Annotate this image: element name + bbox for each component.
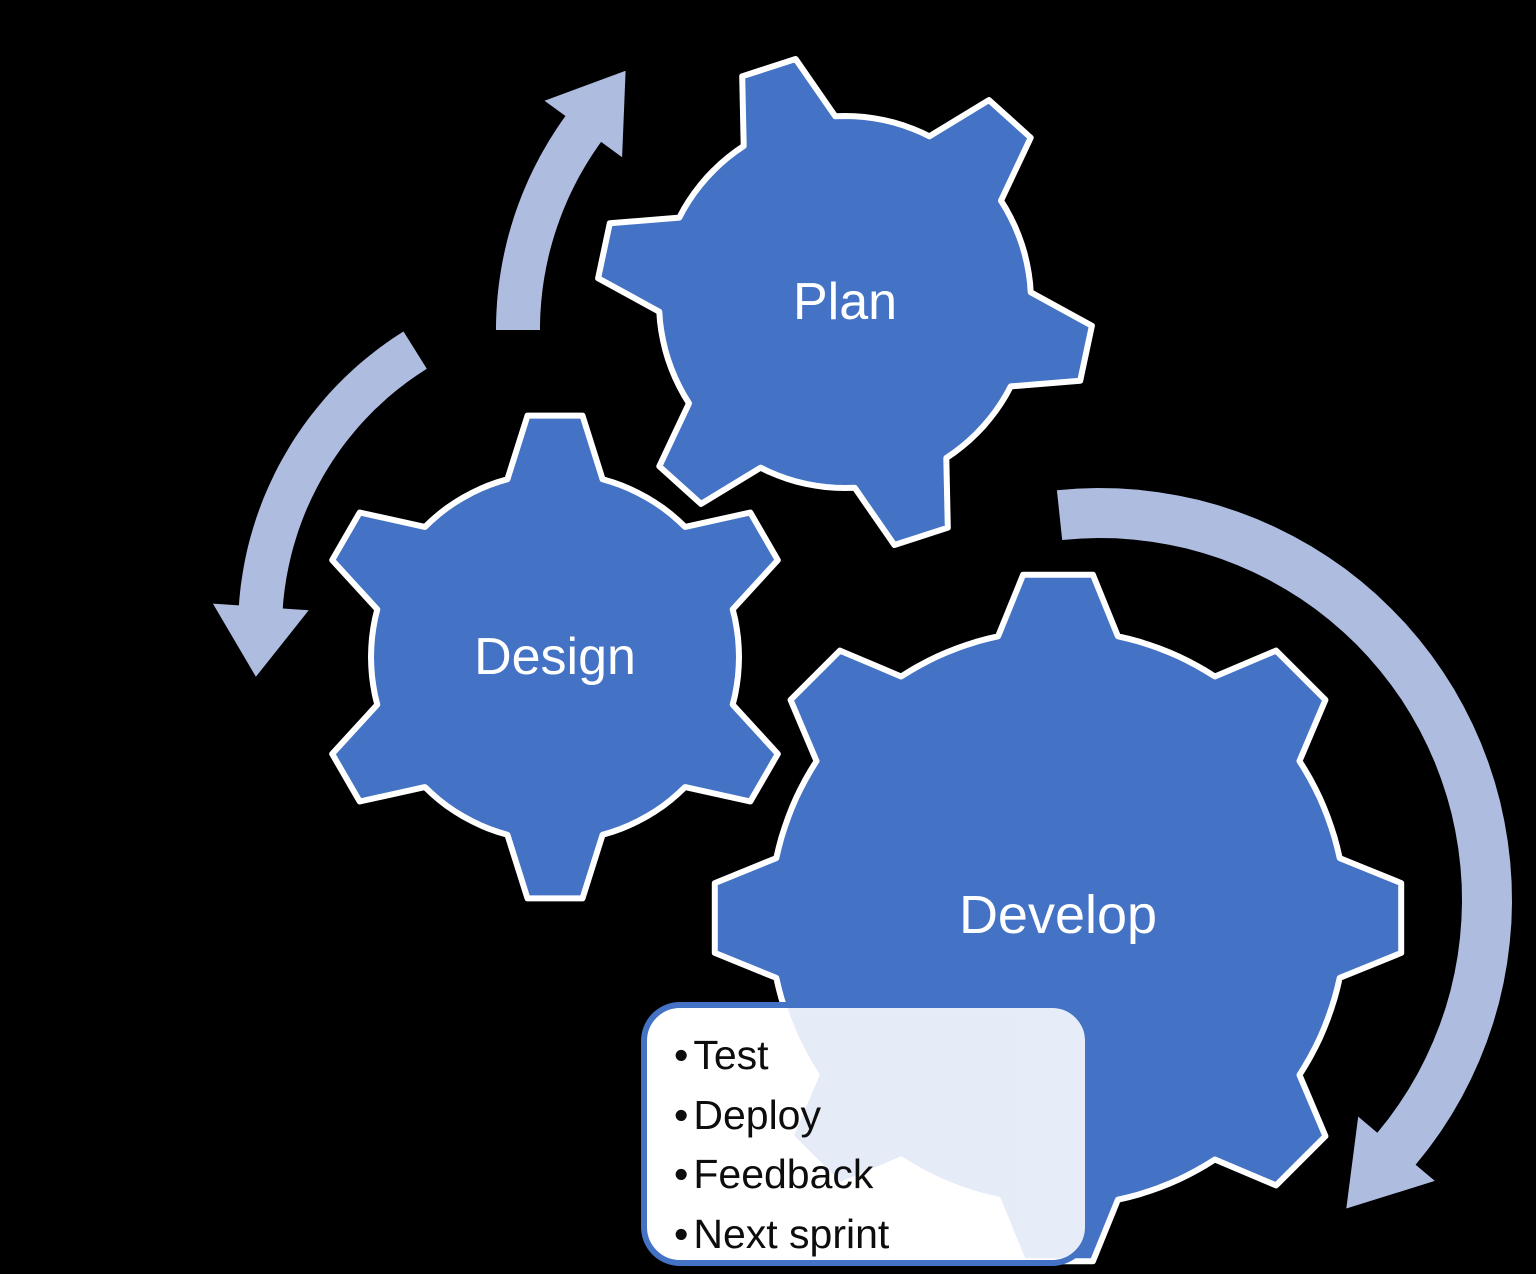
note-item-test: • Test <box>674 1026 1076 1086</box>
bullet-icon: • <box>674 1151 689 1197</box>
gear-develop-ghost-watermark <box>711 1005 1088 1263</box>
note-item-next-sprint: • Next sprint <box>674 1205 1076 1265</box>
note-item-deploy: • Deploy <box>674 1086 1076 1146</box>
curved-arrow-clockwise-icon <box>1056 488 1512 1209</box>
note-item-label: Next sprint <box>693 1210 890 1257</box>
bullet-icon: • <box>674 1091 689 1138</box>
note-bullet-list: • Test • Deploy • Feedback • Next sprint <box>644 1005 1088 1263</box>
gear-plan-shape <box>595 56 1095 548</box>
note-item-label: Deploy <box>693 1091 821 1138</box>
gear-design-shape <box>329 412 781 902</box>
curved-arrow-up-right-icon <box>496 70 626 330</box>
bullet-icon: • <box>674 1210 689 1257</box>
note-item-feedback: • Feedback <box>674 1145 1076 1205</box>
note-box <box>641 1002 1091 1266</box>
note-item-label: Feedback <box>693 1151 874 1197</box>
note-box-background <box>644 1005 1088 1263</box>
bullet-icon: • <box>674 1032 689 1078</box>
gear-develop-label: Develop <box>959 885 1157 945</box>
note-box-border <box>641 1002 1091 1266</box>
gear-plan-label: Plan <box>793 273 897 331</box>
gear-design-label: Design <box>474 628 636 686</box>
note-item-label: Test <box>693 1032 769 1078</box>
curved-arrow-down-left-icon <box>212 331 427 677</box>
